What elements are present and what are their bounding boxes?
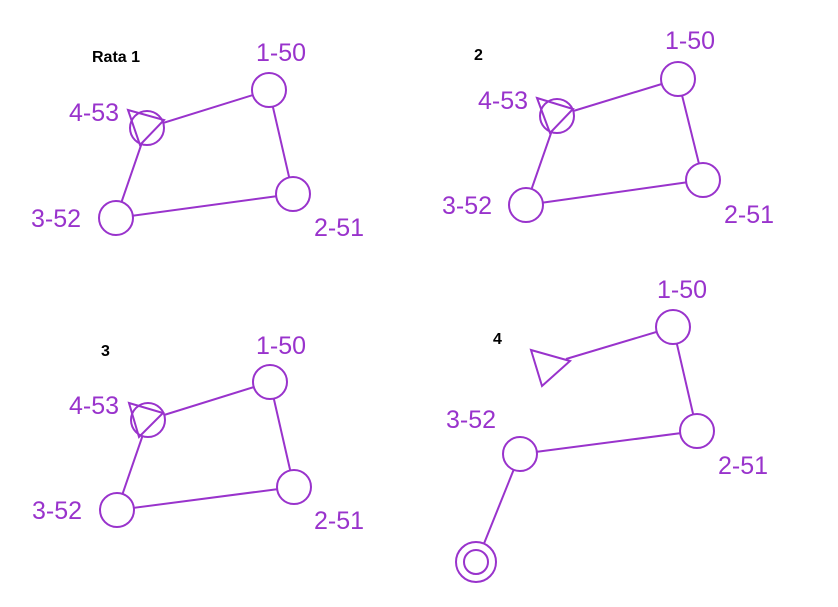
panel-4-node-3: 3-52 — [446, 406, 538, 472]
panel-1-node-2-label: 2-51 — [314, 214, 364, 242]
panel-1-node-2: 2-51 — [275, 176, 364, 242]
panel-2-edges — [525, 78, 704, 206]
panel-3-node-2: 2-51 — [276, 469, 364, 535]
panel-3-edge-2-3 — [116, 486, 295, 511]
panel-1-node-3: 3-52 — [31, 200, 134, 236]
circle-icon — [251, 72, 287, 108]
panel-3-node-4-label: 4-53 — [69, 392, 119, 420]
panel-3-node-4: 4-53 — [69, 392, 166, 439]
panel-2: 2 1-50 2-51 3-52 4-53 — [442, 27, 774, 229]
panel-4-node-5 — [455, 541, 497, 583]
triangle-icon — [529, 348, 573, 388]
panel-2-node-2: 2-51 — [685, 162, 774, 229]
panel-4-edge-2-3 — [519, 430, 698, 455]
panel-2-node-1: 1-50 — [660, 27, 715, 97]
panel-1-node-1-label: 1-50 — [256, 39, 306, 67]
panel-2-node-3-label: 3-52 — [442, 192, 492, 220]
double-circle-inner-icon — [463, 549, 489, 575]
circle-icon — [502, 436, 538, 472]
panel-1-edge-2-3 — [115, 193, 294, 219]
panel-1: Rata 1 1-50 2-51 3-52 4-53 — [31, 39, 364, 242]
circle-icon — [98, 200, 134, 236]
panel-2-node-4-label: 4-53 — [478, 87, 528, 115]
panel-4-node-3-label: 3-52 — [446, 406, 496, 434]
panel-3-edges — [116, 381, 295, 511]
circle-icon — [679, 413, 715, 449]
panel-3-node-1-label: 1-50 — [256, 332, 306, 360]
circle-icon — [508, 187, 544, 223]
double-circle-outer-icon — [455, 541, 497, 583]
circle-icon — [655, 309, 691, 345]
panel-2-title: 2 — [474, 47, 483, 64]
panel-3-node-1: 1-50 — [252, 332, 306, 400]
panel-3: 3 1-50 2-51 3-52 4-53 — [32, 332, 364, 535]
panel-2-node-4: 4-53 — [478, 87, 575, 135]
panel-3-title: 3 — [101, 343, 110, 360]
circle-icon — [252, 364, 288, 400]
panel-2-node-1-label: 1-50 — [665, 27, 715, 55]
panel-4-node-2: 2-51 — [679, 413, 768, 480]
panel-1-edge-4-1 — [146, 89, 270, 129]
circle-icon — [276, 469, 312, 505]
circle-icon — [275, 176, 311, 212]
circle-icon — [660, 61, 696, 97]
triangle-icon — [127, 401, 165, 439]
panel-1-title: Rata 1 — [92, 49, 140, 66]
panel-2-node-2-label: 2-51 — [724, 201, 774, 229]
panel-4-edge-4-1 — [565, 326, 674, 360]
panel-3-node-3-label: 3-52 — [32, 497, 82, 525]
panel-3-node-2-label: 2-51 — [314, 507, 364, 535]
circle-icon — [129, 110, 165, 146]
panel-1-edges — [115, 89, 294, 219]
panel-3-edge-4-1 — [147, 381, 271, 421]
panel-1-node-1: 1-50 — [251, 39, 306, 108]
circle-icon — [99, 492, 135, 528]
panel-4: 4 1-50 2-51 3-52 — [446, 276, 768, 583]
triangle-icon — [126, 108, 166, 147]
panel-2-edge-4-1 — [556, 78, 679, 117]
panel-1-node-4: 4-53 — [69, 99, 166, 147]
panel-2-edge-2-3 — [525, 179, 704, 206]
panel-2-node-3: 3-52 — [442, 187, 544, 223]
panel-1-node-3-label: 3-52 — [31, 205, 81, 233]
circle-icon — [685, 162, 721, 198]
panel-4-node-2-label: 2-51 — [718, 452, 768, 480]
panel-4-node-4 — [529, 348, 573, 388]
panel-4-node-1: 1-50 — [655, 276, 707, 345]
panel-4-node-1-label: 1-50 — [657, 276, 707, 304]
panel-3-node-3: 3-52 — [32, 492, 135, 528]
triangle-icon — [535, 96, 575, 135]
panel-4-title: 4 — [493, 331, 502, 348]
panel-1-node-4-label: 4-53 — [69, 99, 119, 127]
